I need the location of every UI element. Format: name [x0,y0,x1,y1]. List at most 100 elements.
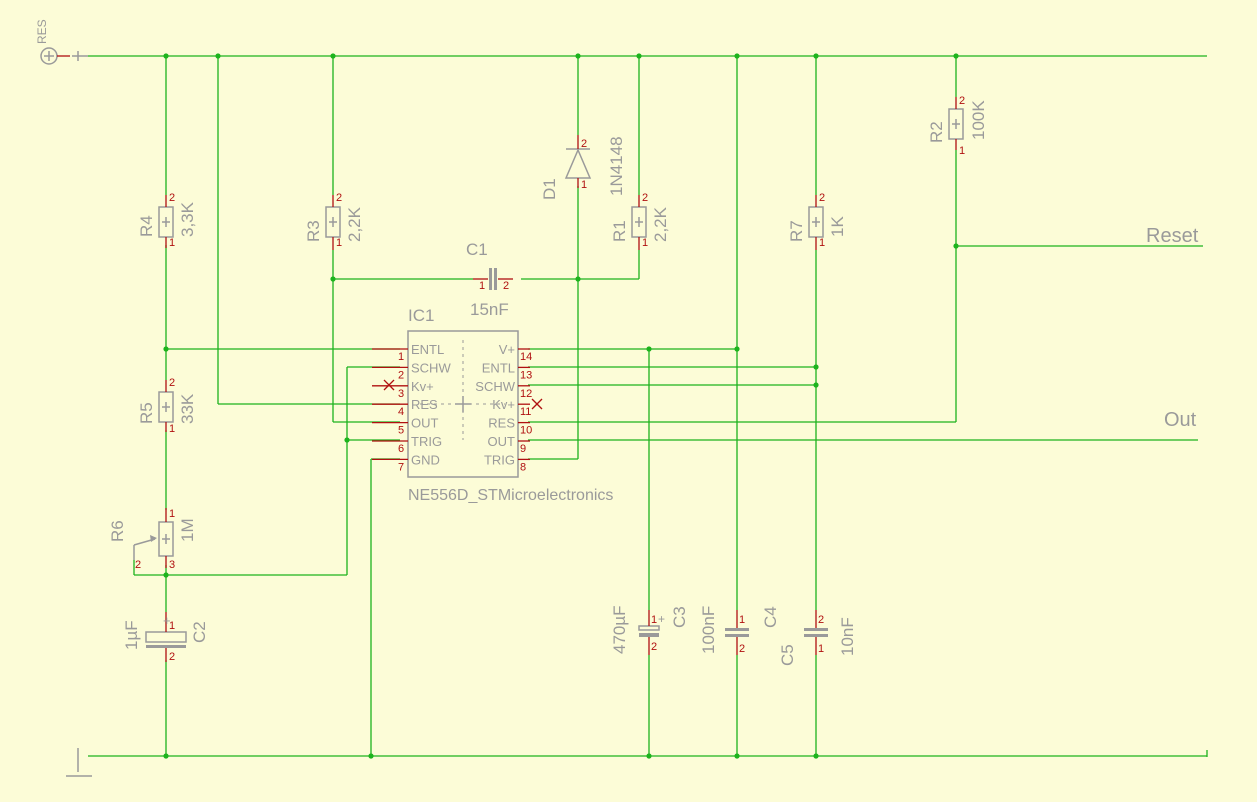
r7-name: R7 [787,220,806,242]
c5-pin-top: 2 [818,614,824,626]
r2-value: 100K [969,100,988,140]
ic1-pin-6: 6 TRIG [372,434,442,455]
ic1-pin-10: 10 RES [488,416,532,437]
d1-value: 1N4148 [607,136,626,196]
ic1-pin-name: RES [488,416,515,431]
ic1-pin-number: 2 [398,369,404,381]
ic1-pin-name: RES [411,397,438,412]
potentiometer-r6[interactable]: 1 2 3 R6 1M [108,508,197,571]
ic1-pin-name: ENTL [411,342,444,357]
ic1-pin-number: 1 [398,351,404,363]
ic1-name: IC1 [408,306,434,325]
r1-pin-top: 2 [642,192,648,204]
d1-name: D1 [540,178,559,200]
ic1-pin-number: 7 [398,461,404,473]
c2-pin-top: 1 [169,620,175,632]
r1-value: 2,2K [651,206,670,242]
r5-pin-bottom: 1 [169,423,175,435]
c5-pin-bottom: 1 [818,643,824,655]
r6-pin-top: 1 [169,508,175,520]
c5-value: 10nF [838,617,857,656]
d1-pin-top: 2 [581,138,587,150]
ic1-pin-2: 2 SCHW [372,360,451,381]
c4-pin-bottom: 2 [739,643,745,655]
capacitor-c4[interactable]: 1 2 100nF C4 [699,606,780,655]
ic1-pin-number: 10 [520,425,532,437]
r4-name: R4 [137,215,156,237]
c4-value: 100nF [699,606,718,654]
c1-name: C1 [466,240,488,259]
ic1-pin-4: 4 RES [372,397,438,418]
ic1-pin-name: TRIG [484,452,515,467]
diode-d1[interactable]: 2 1 D1 1N4148 [540,135,626,200]
net-label-out: Out [1164,409,1197,431]
resistor-r3[interactable]: 2 1 R3 2,2K [304,192,364,250]
ic1-pin-number: 12 [520,388,532,400]
r2-name: R2 [927,121,946,143]
ic1-pin-name: TRIG [411,434,442,449]
ic1-pin-number: 13 [520,369,532,381]
r4-pin-bottom: 1 [169,237,175,249]
junctions [163,53,959,759]
r6-pin-bottom: 3 [169,559,175,571]
resistor-r7[interactable]: 2 1 R7 1K [787,192,847,250]
net-label-reset: Reset [1146,225,1199,247]
ic1-pin-name: OUT [411,416,439,431]
ic1-pin-number: 11 [520,406,531,418]
c3-name: C3 [670,606,689,628]
ic1-pin-number: 4 [398,406,404,418]
ic1-pin-name: ENTL [482,360,515,375]
ic1-pin-name: V+ [499,342,515,357]
r3-pin-bottom: 1 [336,237,342,249]
c1-value: 15nF [470,300,509,319]
r7-pin-top: 2 [819,192,825,204]
c2-name: C2 [190,621,209,643]
ic1-pin-number: 3 [398,388,404,400]
r5-name: R5 [137,402,156,424]
supply-symbol: RES [35,19,88,65]
c2-pin-bottom: 2 [169,651,175,663]
no-connect-pin-3 [383,379,395,391]
supply-label: RES [35,19,49,44]
ic1-pin-14: 14 V+ [499,342,533,363]
ic1-pin-name: Kv+ [411,379,434,394]
c3-value: 470µF [610,605,629,654]
resistor-r2[interactable]: 2 1 R2 100K [927,95,988,157]
resistor-r5[interactable]: 2 1 R5 33K [137,377,197,435]
c1-pin-left: 1 [479,280,485,292]
ic1-pin-name: SCHW [411,360,451,375]
r3-pin-top: 2 [336,192,342,204]
ic1-pin-number: 14 [520,351,532,363]
d1-pin-bottom: 1 [581,179,587,191]
ic1-pin-11: 11 Kv+ [492,397,531,418]
r6-value: 1M [178,518,197,542]
ic1-pin-1: 1 ENTL [372,342,444,363]
ic1-pin-name: SCHW [475,379,515,394]
ic1-pin-number: 6 [398,443,404,455]
ic1-value: NE556D_STMicroelectronics [408,487,613,504]
r3-value: 2,2K [345,206,364,242]
c4-pin-top: 1 [739,614,745,626]
resistor-r4[interactable]: 2 1 R4 3,3K [137,192,197,249]
no-connect-pin-11 [531,398,543,410]
r1-name: R1 [610,220,629,242]
r7-pin-bottom: 1 [819,237,825,249]
resistor-r1[interactable]: 2 1 R1 2,2K [610,192,670,250]
ic1-pin-12: 12 SCHW [475,379,532,400]
ic1-pin-name: Kv+ [492,397,515,412]
capacitor-c1[interactable]: 1 2 C1 15nF [466,240,513,319]
net-wires [88,55,1208,757]
c2-value: 1µF [122,620,141,650]
r1-pin-bottom: 1 [642,237,648,249]
capacitor-c5[interactable]: 2 1 C5 10nF [778,610,857,666]
capacitor-c2[interactable]: + 1 2 1µF C2 [122,612,209,663]
capacitor-c3[interactable]: 1 + 2 470µF C3 [610,605,689,655]
ic1-pin-8: 8 TRIG [484,452,530,473]
ic1-pin-number: 8 [520,461,526,473]
r4-value: 3,3K [178,201,197,237]
